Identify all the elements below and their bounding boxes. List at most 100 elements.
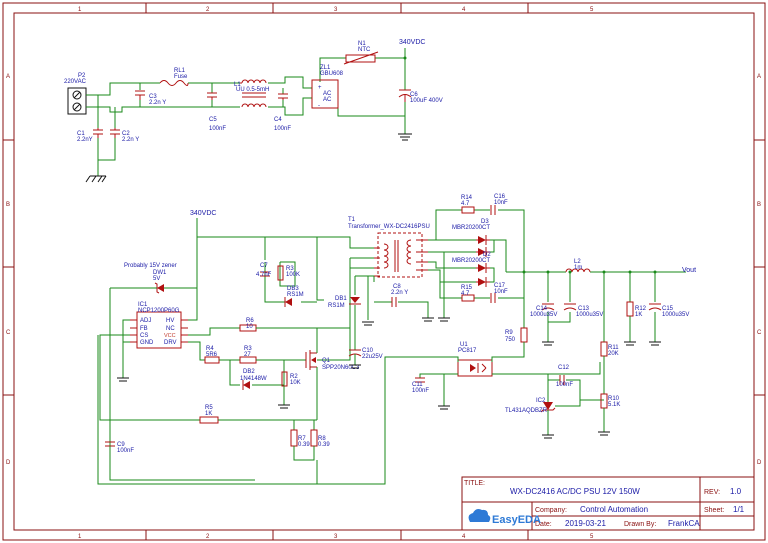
l2-value: 1m <box>574 265 582 271</box>
c12-value: 100nF <box>556 382 573 388</box>
r2-ref: R2 <box>290 374 298 380</box>
ic2-value: TL431AQDBZR <box>505 408 548 414</box>
c2-value: 2.2n Y <box>122 137 139 143</box>
rev-value: 1.0 <box>730 487 742 496</box>
title-key: TITLE: <box>464 480 485 487</box>
c1-value: 2.2nY <box>77 137 93 143</box>
ic1-ref: IC1 <box>138 302 148 308</box>
dw1-ref: DW1 <box>153 270 167 276</box>
r11-value: 20K <box>608 351 619 357</box>
db2-ref: DB2 <box>243 369 255 375</box>
r8-value: 0.39 <box>318 442 330 448</box>
c5-value: 100nF <box>209 126 226 132</box>
resistor-r14[interactable] <box>461 206 475 214</box>
r6-ref: R6 <box>246 318 254 324</box>
rl1-ref: RL1 <box>174 68 186 74</box>
c12-ref: C12 <box>558 365 570 371</box>
u1-value: PC817 <box>458 348 477 354</box>
easyeda-logo: EasyEDA <box>468 509 541 526</box>
r7-ref: R7 <box>298 436 306 442</box>
ic2-ref: IC2 <box>536 398 546 404</box>
diode-db2[interactable] <box>242 380 250 390</box>
diode-d3[interactable] <box>476 235 490 257</box>
r12-value: 1K <box>635 312 642 318</box>
optocoupler-u1[interactable] <box>457 359 493 377</box>
capacitor-c8[interactable] <box>391 297 397 307</box>
capacitor-c6[interactable] <box>398 89 412 102</box>
r3b-ref: R3 <box>244 346 252 352</box>
capacitor-c5[interactable] <box>207 92 217 100</box>
resistor-r3-100k[interactable] <box>277 265 284 281</box>
capacitor-c15[interactable] <box>648 303 662 311</box>
rl1-value: Fuse <box>174 74 188 80</box>
input-filter-section: P2 220VAC RL1 Fuse C3 2 <box>64 39 443 183</box>
q1-value: SPP20N60C3 <box>322 365 360 371</box>
bridge-zl1[interactable] <box>311 79 339 109</box>
db1-value: RS1M <box>328 303 345 309</box>
col-label-3: 3 <box>334 7 338 13</box>
c11-ref: C11 <box>412 382 423 388</box>
resistor-r5[interactable] <box>199 416 219 424</box>
capacitor-c13[interactable] <box>563 303 577 311</box>
capacitor-c4[interactable] <box>278 93 288 100</box>
resistor-r15[interactable] <box>461 294 475 302</box>
capacitor-c12[interactable] <box>559 375 565 385</box>
col-label-2-bottom: 2 <box>206 534 210 540</box>
mosfet-q1[interactable] <box>305 350 317 370</box>
capacitor-c17[interactable] <box>490 293 496 303</box>
date-value: 2019-03-21 <box>565 519 606 528</box>
capacitor-c14[interactable] <box>541 303 555 311</box>
company-value: Control Automation <box>580 505 648 514</box>
capacitor-c16[interactable] <box>490 205 496 215</box>
col-label-5-bottom: 5 <box>590 534 594 540</box>
resistor-r12[interactable] <box>626 301 634 317</box>
row-label-a-right: A <box>757 74 761 80</box>
capacitor-c11[interactable] <box>415 377 425 383</box>
r10-ref: R10 <box>608 396 620 402</box>
db1-ref: DB1 <box>335 296 347 302</box>
c3-value: 2.2n Y <box>149 100 166 106</box>
capacitor-c3[interactable] <box>135 90 145 100</box>
p2-ref: P2 <box>78 73 86 79</box>
resistor-r10[interactable] <box>600 393 608 409</box>
connector-p2[interactable] <box>67 87 87 115</box>
primary-section: 340VDC C7 4.7nF R3 100K DB3 <box>97 210 450 485</box>
zl1-ref: ZL1 <box>320 65 331 71</box>
fuse-rl1[interactable] <box>159 80 189 86</box>
resistor-r7[interactable] <box>290 429 298 447</box>
transformer-t1[interactable] <box>374 232 428 278</box>
dw1-note: Probably 15V zener <box>124 263 177 269</box>
t1-ref: T1 <box>348 217 356 223</box>
p2-value: 220VAC <box>64 79 87 85</box>
c16-value: 10nF <box>494 200 508 206</box>
capacitor-c7[interactable] <box>260 271 270 277</box>
c9-ref: C9 <box>117 442 125 448</box>
row-label-b-right: B <box>757 202 761 208</box>
capacitor-c1[interactable] <box>93 128 103 138</box>
capacitor-c2[interactable] <box>110 128 120 138</box>
u1-ref: U1 <box>460 342 468 348</box>
diode-db1[interactable] <box>349 297 361 305</box>
thermistor-n1[interactable] <box>343 51 379 65</box>
choke-l1[interactable] <box>240 79 267 108</box>
logo-text: EasyEDA <box>492 514 541 526</box>
c2-ref: C2 <box>122 131 130 137</box>
col-label-5: 5 <box>590 7 594 13</box>
drawn-by-value: FrankCA <box>668 519 700 528</box>
d3-ref: D3 <box>481 219 489 225</box>
resistor-r11[interactable] <box>600 341 608 357</box>
controller-ic1[interactable] <box>136 311 182 349</box>
diode-db3[interactable] <box>284 297 292 307</box>
resistor-r8[interactable] <box>310 429 318 447</box>
diode-d2[interactable] <box>476 263 490 287</box>
t1-value: Transformer_WX-DC2416PSU <box>348 224 430 230</box>
sheet-key: Sheet: <box>704 507 724 514</box>
c10-ref: C10 <box>362 348 374 354</box>
inductor-l2[interactable] <box>565 268 591 273</box>
r2-value: 10K <box>290 380 301 386</box>
resistor-r9[interactable] <box>520 327 528 343</box>
c5-ref: C5 <box>209 117 217 123</box>
zl1-value: GBU608 <box>320 71 344 77</box>
r4-ref: R4 <box>206 346 214 352</box>
